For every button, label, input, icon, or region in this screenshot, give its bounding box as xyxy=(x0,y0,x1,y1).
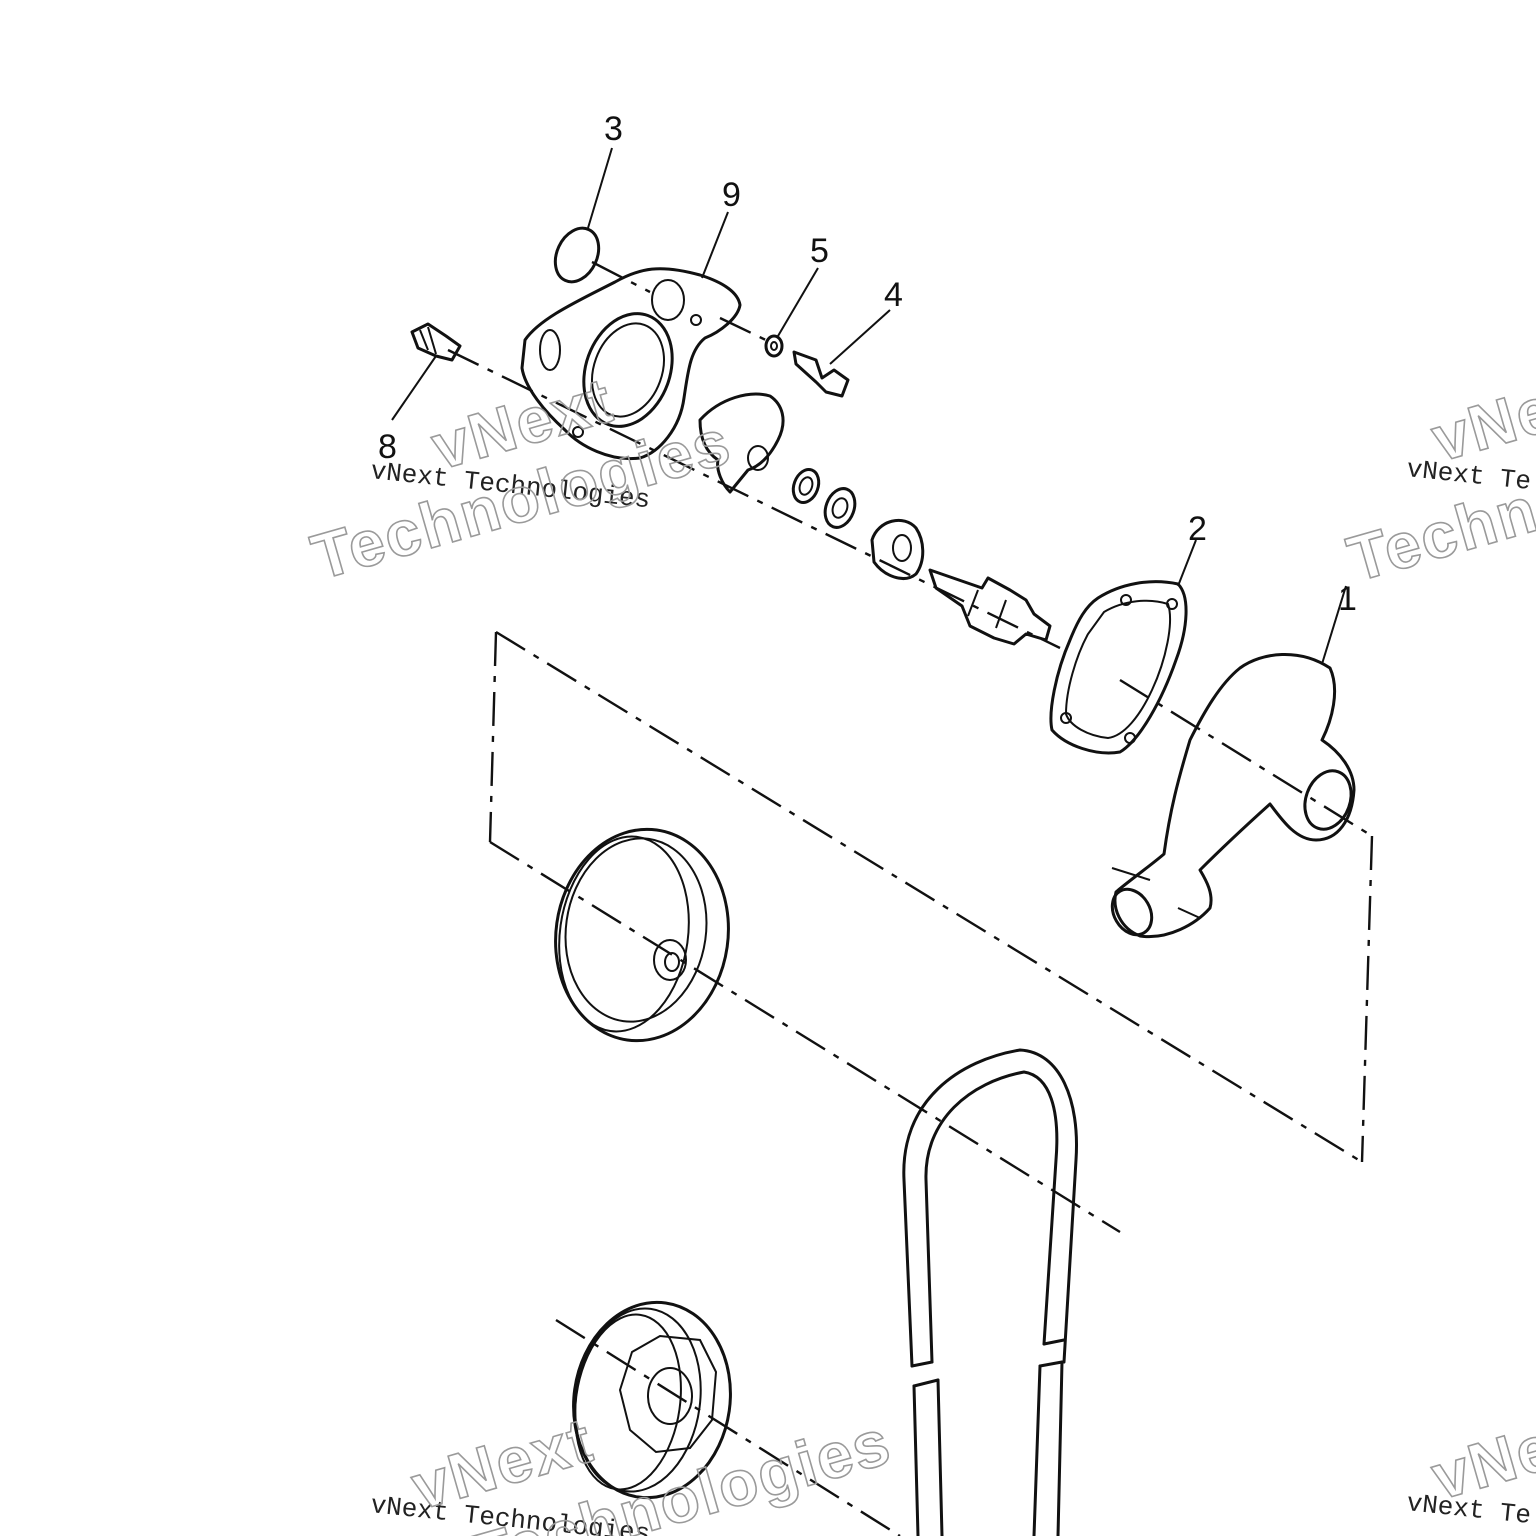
v-belt-part xyxy=(902,1048,1078,1536)
watermark-big-right-bottom: vNe xyxy=(1424,1410,1536,1513)
leader-8 xyxy=(391,355,437,421)
callout-3: 3 xyxy=(604,110,623,148)
bolt-part xyxy=(792,350,850,398)
callout-8: 8 xyxy=(378,428,397,466)
oring-axis-line xyxy=(591,260,651,294)
leader-9 xyxy=(701,211,729,279)
callout-numbers: 3 9 5 4 8 2 1 xyxy=(378,110,1357,618)
right-bracket-line xyxy=(1360,835,1374,1163)
crank-pulley-part xyxy=(572,1300,732,1500)
leader-2 xyxy=(1177,539,1197,587)
screw-plug-part xyxy=(410,322,462,362)
callout-9: 9 xyxy=(722,176,741,214)
leader-3 xyxy=(587,147,613,229)
impeller-part xyxy=(698,392,785,494)
fan-pulley-part xyxy=(554,827,730,1043)
pulley-axis-line xyxy=(489,840,1121,1234)
pump-axis-line xyxy=(1119,678,1373,838)
shaft-bearing-part xyxy=(928,568,1052,646)
callout-5: 5 xyxy=(810,232,829,270)
callout-1: 1 xyxy=(1338,580,1357,618)
pump-body-part xyxy=(1110,652,1356,939)
upper-axis-line xyxy=(447,348,1061,650)
left-bracket-line xyxy=(488,631,498,843)
seal-rings xyxy=(791,468,925,580)
top-bracket-line xyxy=(495,630,1363,1164)
watermark-big-right-top-line1: vNe xyxy=(1424,372,1536,475)
crank-pulley-axis-line xyxy=(555,1318,901,1536)
leader-lines xyxy=(391,147,1347,665)
leader-4 xyxy=(829,309,891,365)
washer-part xyxy=(764,334,784,358)
oring-part xyxy=(553,226,601,284)
leader-1 xyxy=(1321,585,1347,665)
leader-5 xyxy=(777,267,819,337)
bolt-axis-line xyxy=(719,316,771,344)
assembly-centerlines xyxy=(447,260,1374,1536)
callout-2: 2 xyxy=(1188,510,1207,548)
housing-cover-part xyxy=(520,267,742,461)
gasket-part xyxy=(1049,580,1188,755)
callout-4: 4 xyxy=(884,276,903,314)
